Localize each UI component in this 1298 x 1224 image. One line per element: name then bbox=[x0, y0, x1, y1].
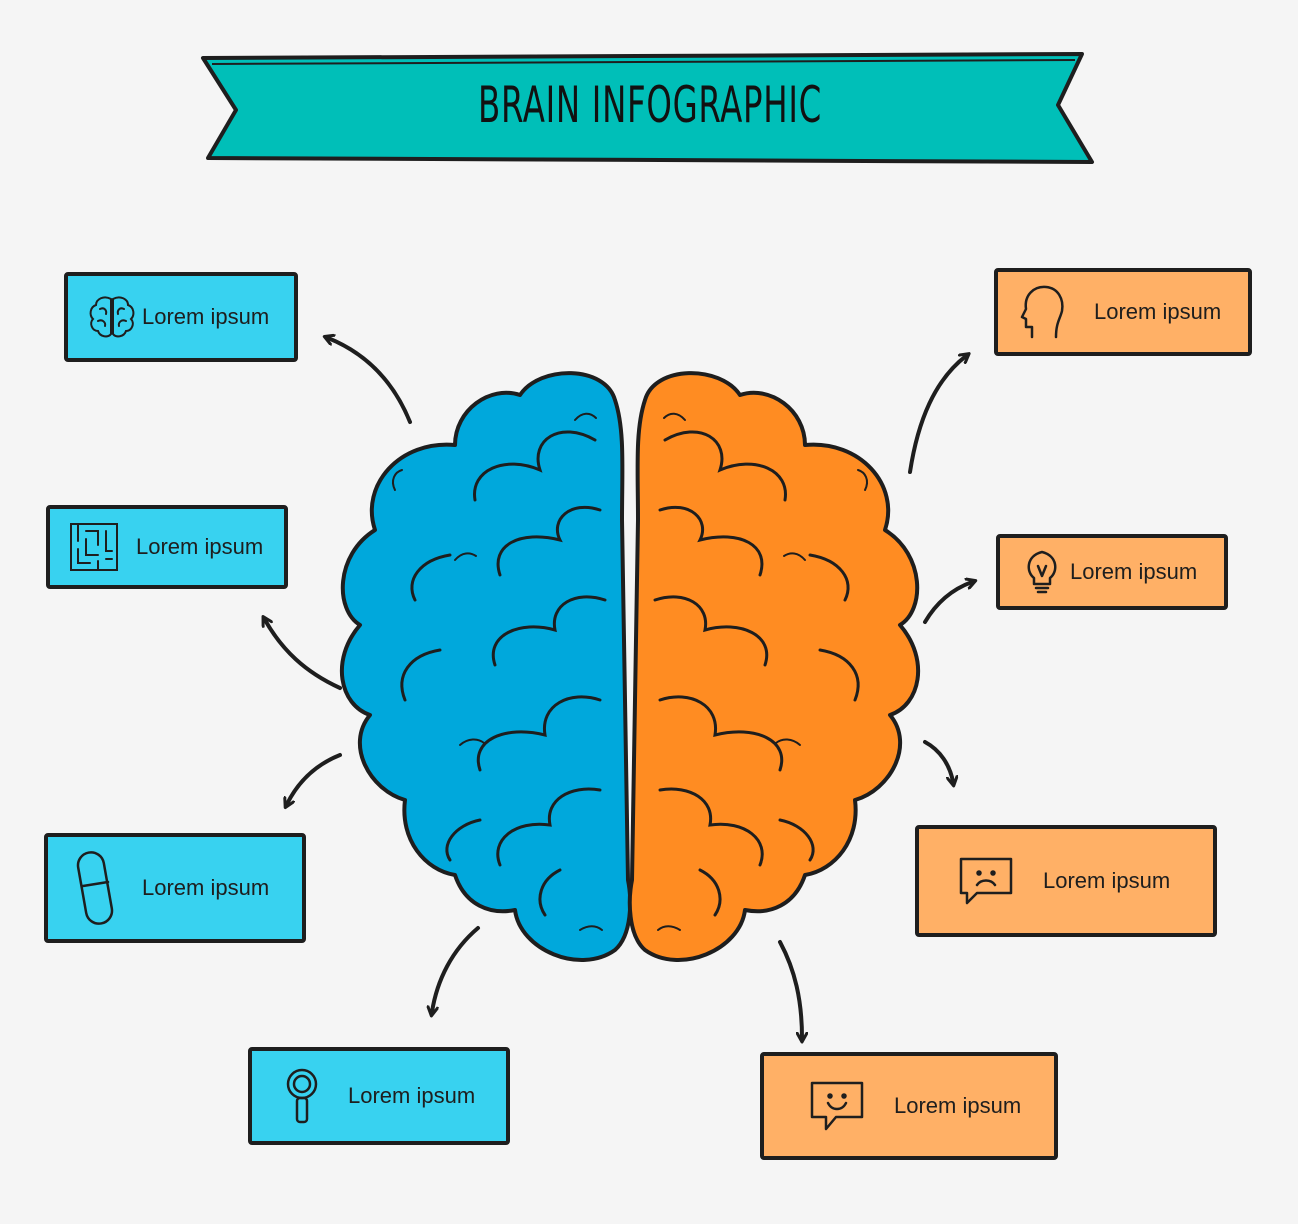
arrow-right-1 bbox=[908, 356, 966, 474]
right-box-3[interactable]: Lorem ipsum bbox=[915, 825, 1217, 937]
arrow-left-3 bbox=[287, 753, 342, 804]
arrow-right-4 bbox=[778, 940, 802, 1038]
happy-face-bubble-icon bbox=[810, 1081, 864, 1131]
maze-icon bbox=[70, 523, 118, 571]
left-box-2[interactable]: Lorem ipsum bbox=[46, 505, 288, 589]
title-banner bbox=[201, 52, 1094, 164]
arrow-right-2 bbox=[923, 582, 972, 624]
left-box-1[interactable]: Lorem ipsum bbox=[64, 272, 298, 362]
right-box-4-label: Lorem ipsum bbox=[894, 1093, 1022, 1118]
left-hemisphere bbox=[339, 371, 633, 962]
connector-arrows bbox=[265, 338, 972, 1038]
left-box-3-label: Lorem ipsum bbox=[142, 875, 270, 900]
right-box-1[interactable]: Lorem ipsum bbox=[994, 268, 1252, 356]
right-box-2[interactable]: Lorem ipsum bbox=[996, 534, 1228, 610]
right-box-4[interactable]: Lorem ipsum bbox=[760, 1052, 1058, 1160]
arrow-left-2 bbox=[265, 620, 342, 690]
page-title: BRAIN INFOGRAPHIC bbox=[478, 76, 822, 134]
right-box-2-label: Lorem ipsum bbox=[1070, 559, 1198, 584]
left-box-3[interactable]: Lorem ipsum bbox=[44, 833, 306, 943]
pill-icon bbox=[76, 851, 114, 925]
lightbulb-icon bbox=[1027, 550, 1057, 594]
left-box-2-label: Lorem ipsum bbox=[136, 534, 264, 559]
magnifier-icon bbox=[286, 1068, 318, 1124]
left-box-4[interactable]: Lorem ipsum bbox=[248, 1047, 510, 1145]
left-box-1-label: Lorem ipsum bbox=[142, 304, 270, 329]
brain-icon bbox=[89, 296, 135, 338]
sad-face-bubble-icon bbox=[959, 857, 1013, 905]
left-box-4-label: Lorem ipsum bbox=[348, 1083, 476, 1108]
arrow-right-3 bbox=[923, 740, 953, 782]
arrow-left-1 bbox=[328, 338, 412, 424]
right-hemisphere bbox=[627, 371, 921, 962]
right-box-3-label: Lorem ipsum bbox=[1043, 868, 1171, 893]
head-icon bbox=[1020, 285, 1064, 339]
right-box-1-label: Lorem ipsum bbox=[1094, 299, 1222, 324]
arrow-left-4 bbox=[432, 926, 480, 1012]
